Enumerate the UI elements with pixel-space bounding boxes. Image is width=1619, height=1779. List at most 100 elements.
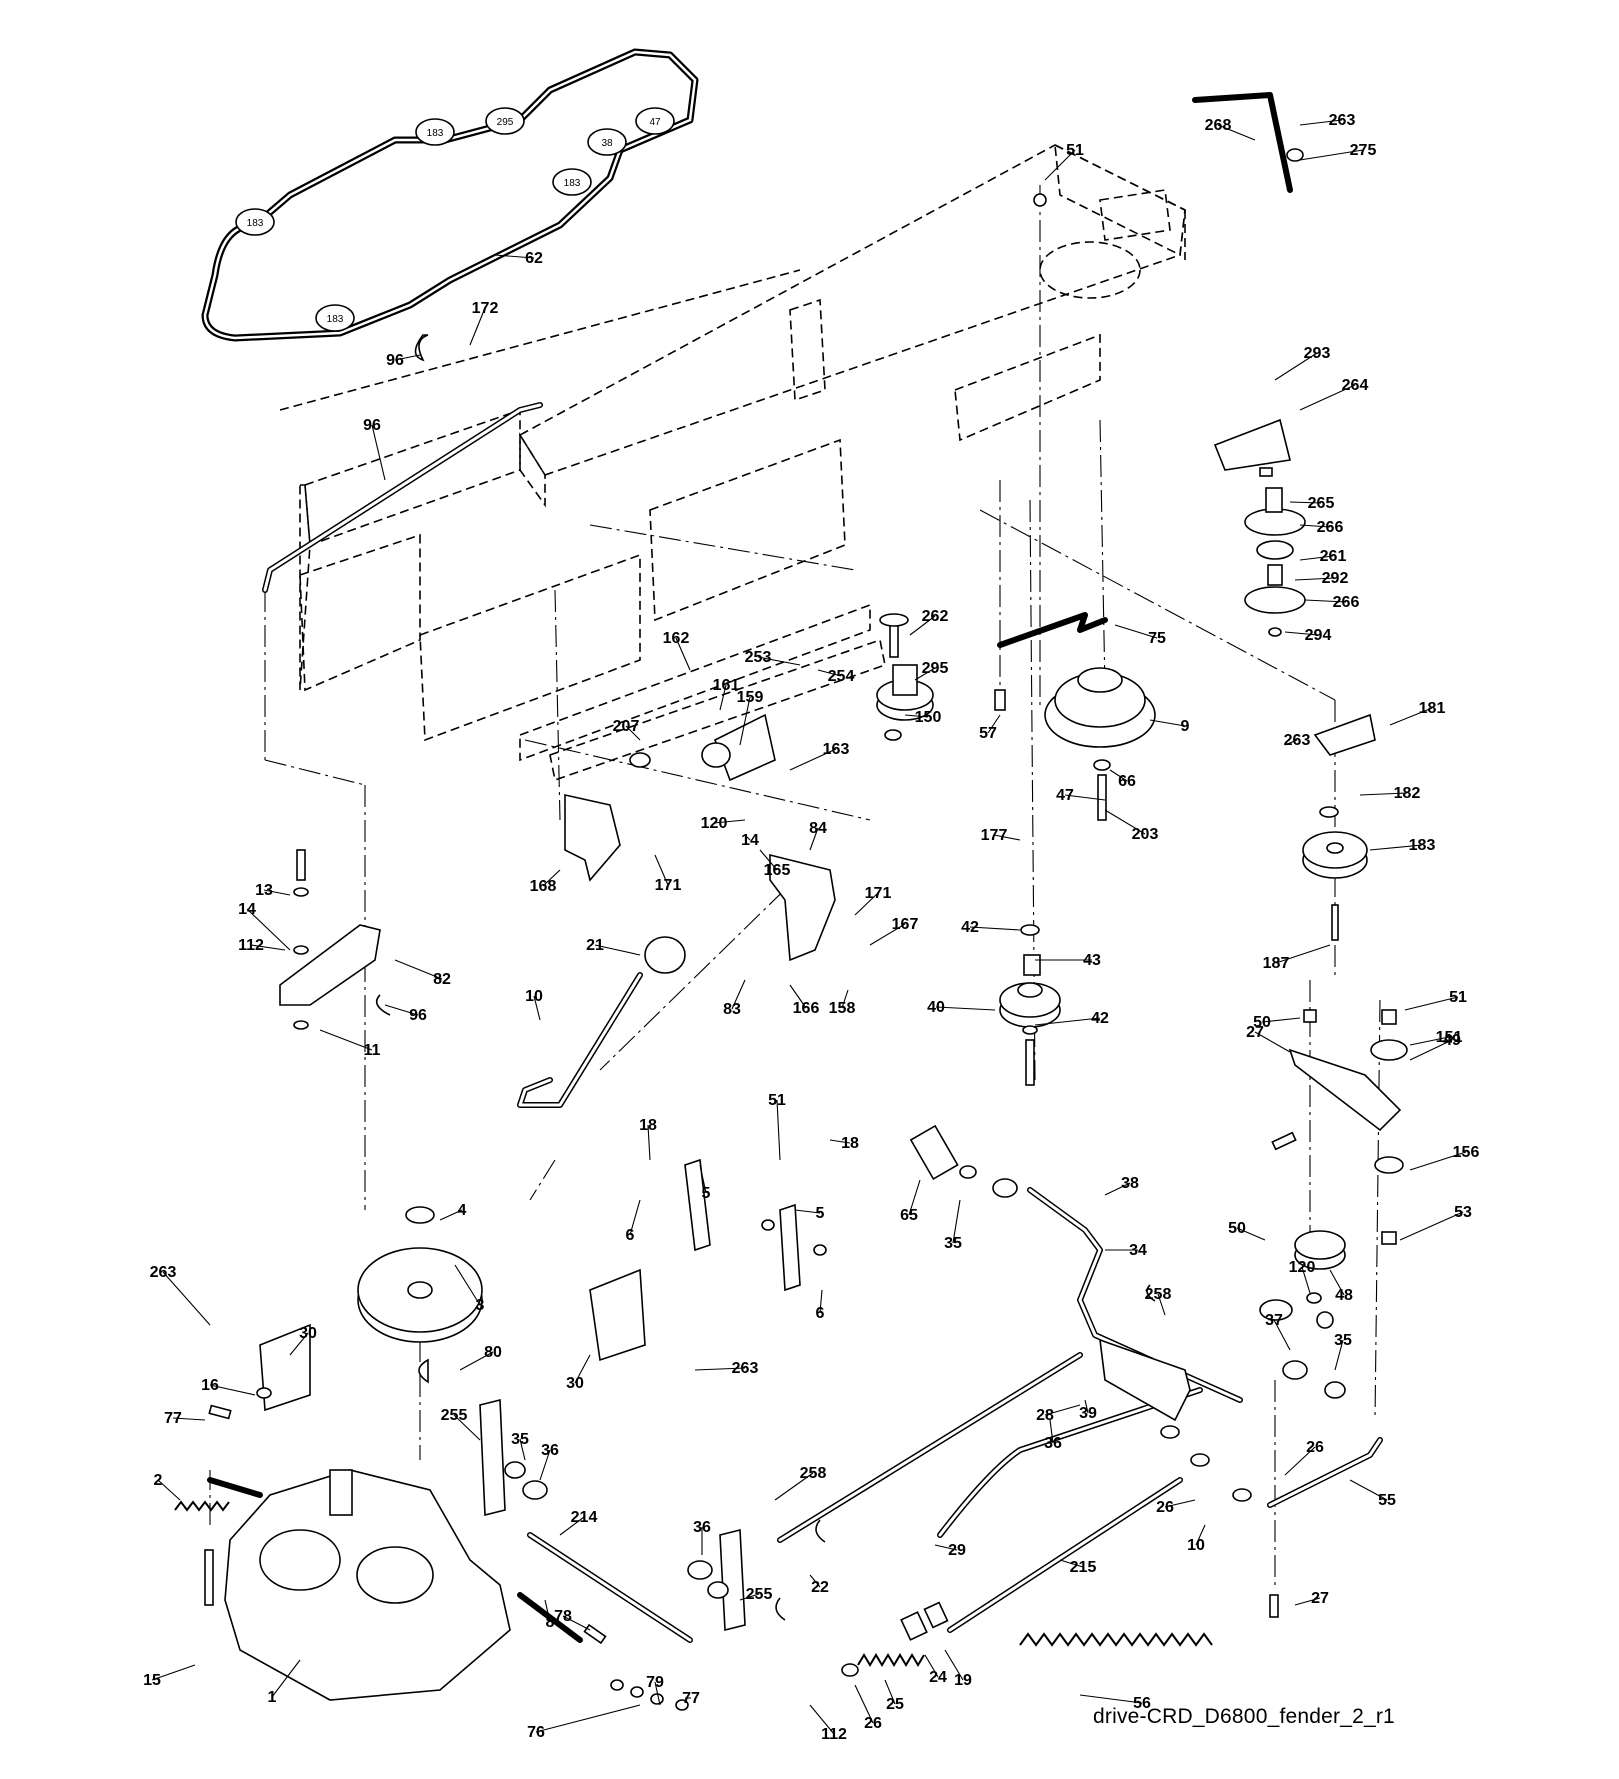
callout-number: 27 (1246, 1024, 1264, 1041)
callout-leader (539, 1449, 551, 1481)
callout-27: 27 (1294, 1590, 1329, 1607)
diagram-code-label: drive-CRD_D6800_fender_2_r1 (1093, 1705, 1395, 1728)
chassis-frame (279, 143, 1186, 782)
callout-22: 22 (809, 1574, 829, 1596)
callout-number: 8 (546, 1614, 555, 1631)
callout-number: 292 (1322, 570, 1349, 587)
callout-number: 37 (1265, 1312, 1283, 1329)
callout-number: 1 (268, 1689, 277, 1706)
callout-leader (1049, 1419, 1054, 1444)
plate-255-left (479, 1398, 506, 1517)
callout-leader (884, 1679, 896, 1705)
callout-number: 158 (829, 1000, 856, 1017)
bracket-167 (564, 794, 621, 882)
callout-leader (713, 819, 746, 824)
callout-80: 80 (459, 1344, 502, 1371)
callout-number: 25 (886, 1696, 904, 1713)
callout-number: 112 (821, 1726, 847, 1743)
callout-6: 6 (626, 1199, 641, 1244)
callout-number: 30 (566, 1375, 584, 1392)
callout-leader (1349, 1479, 1388, 1501)
callout-number: 10 (525, 988, 543, 1005)
callout-leader (969, 926, 1021, 931)
callout-leader (1289, 501, 1322, 504)
bracket-5-left (684, 1158, 711, 1252)
callout-leader (789, 984, 807, 1009)
callout-264: 264 (1299, 377, 1369, 411)
callout-number: 266 (1317, 519, 1344, 536)
callout-leader (1084, 1399, 1089, 1414)
callout-294: 294 (1284, 627, 1331, 644)
callout-34: 34 (1105, 1242, 1147, 1259)
callout-leader (1034, 1017, 1101, 1026)
callout-leader (654, 1681, 661, 1706)
callout-leader (744, 834, 751, 841)
callout-number: 84 (809, 820, 827, 837)
callout-number: 14 (741, 832, 759, 849)
callout-leader (469, 307, 486, 346)
callout-leader (494, 254, 535, 259)
callout-number: 40 (927, 999, 945, 1016)
callout-leader (453, 1414, 481, 1441)
callout-leader (699, 1164, 707, 1194)
callout-number: 35 (944, 1235, 962, 1252)
callout-leader (594, 944, 641, 956)
callout-number: 26 (1306, 1439, 1324, 1456)
callout-number: 5 (816, 1205, 825, 1222)
callout-6: 6 (816, 1289, 825, 1322)
callout-leader (1254, 1031, 1291, 1053)
callout-38: 38 (1104, 1175, 1139, 1196)
callout-leader (1334, 1339, 1344, 1371)
bracket-264 (1213, 418, 1291, 471)
callout-43: 43 (1035, 952, 1101, 969)
callout-leader (993, 834, 1021, 841)
callout-261: 261 (1299, 548, 1346, 565)
callout-166: 166 (789, 984, 819, 1017)
callout-number: 264 (1342, 377, 1369, 394)
large-transaxle-pulley (357, 1247, 483, 1343)
callout-number: 43 (1083, 952, 1101, 969)
callout-number: 51 (768, 1092, 786, 1109)
callout-51: 51 (1404, 989, 1467, 1011)
callout-56: 56 (1079, 1694, 1151, 1712)
callout-263: 263 (694, 1360, 758, 1377)
callout-number: 35 (511, 1431, 529, 1448)
callout-number: 47 (1056, 787, 1074, 804)
callout-14: 14 (741, 832, 759, 849)
svg-text:38: 38 (601, 138, 613, 149)
pulleys (357, 508, 1368, 1343)
callout-number: 27 (1311, 1590, 1329, 1607)
callout-leader (924, 1654, 939, 1678)
callout-leader (544, 1599, 551, 1623)
callout-number: 171 (865, 885, 892, 902)
callout-leader (151, 1664, 196, 1681)
bracket-158 (713, 713, 776, 782)
callout-number: 49 (1443, 1032, 1461, 1049)
callout-112: 112 (238, 937, 286, 954)
callout-leader (1294, 577, 1336, 581)
callout-10: 10 (525, 988, 543, 1021)
callout-120: 120 (701, 815, 746, 832)
callout-number: 22 (811, 1579, 829, 1596)
callout-leader (1261, 1017, 1301, 1023)
callout-leader (263, 889, 291, 896)
callout-165: 165 (759, 849, 790, 879)
callout-number: 207 (613, 718, 640, 735)
callout-203: 203 (1104, 809, 1158, 843)
callout-number: 26 (1156, 1499, 1174, 1516)
callout-255: 255 (739, 1586, 772, 1603)
svg-text:47: 47 (649, 117, 661, 128)
callout-number: 96 (386, 352, 404, 369)
callout-leader (1409, 1039, 1453, 1061)
callout-number: 161 (713, 677, 740, 694)
callout-leader (439, 1209, 463, 1221)
callout-leader (1059, 1559, 1084, 1568)
callout-number: 6 (626, 1227, 635, 1244)
callout-5: 5 (794, 1205, 825, 1222)
callout-177: 177 (981, 827, 1021, 844)
callout-96: 96 (384, 1004, 427, 1024)
callout-leader (1329, 1269, 1345, 1296)
callout-181: 181 (1389, 700, 1445, 726)
callout-28: 28 (1036, 1404, 1081, 1424)
